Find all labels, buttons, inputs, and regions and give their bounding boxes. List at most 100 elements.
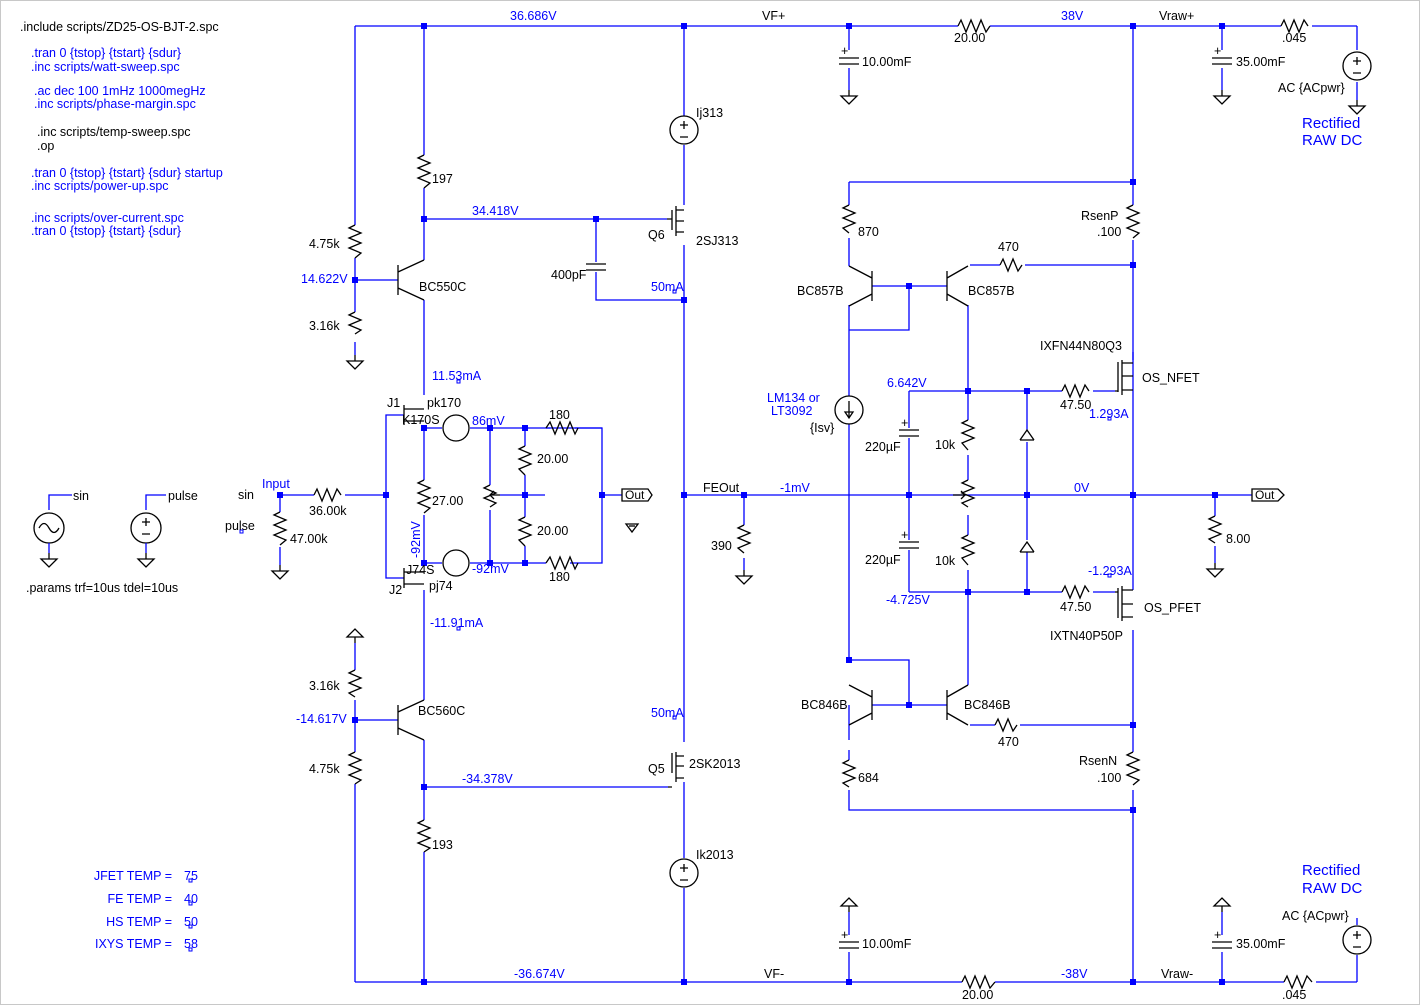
temp-value-hs: 50	[184, 915, 198, 929]
svg-text:+: +	[841, 928, 848, 942]
label-r8: 8.00	[1226, 532, 1250, 546]
ground-symbols	[40, 89, 1366, 913]
svg-text:+: +	[901, 416, 908, 430]
label-r10k-b: 10k	[935, 554, 956, 568]
label-r470-bot: 470	[998, 735, 1019, 749]
voltage-34418: 34.418V	[472, 204, 519, 218]
temp-label-fe: FE TEMP =	[108, 892, 173, 906]
sources	[33, 51, 1372, 955]
diodes	[1019, 428, 1035, 553]
current-1153ma: 11.53mA	[432, 369, 482, 383]
label-ac-top: AC {ACpwr}	[1278, 81, 1345, 95]
current-50ma-top: 50mA	[651, 280, 684, 294]
voltage-4725: -4.725V	[886, 593, 930, 607]
rectified-top-1: Rectified	[1302, 115, 1360, 132]
label-lt3092: LT3092	[771, 404, 813, 418]
temp-value-ixys: 58	[184, 937, 198, 951]
directive-7: .op	[37, 139, 54, 153]
label-j1: J1	[387, 396, 400, 410]
current-1293a: 1.293A	[1089, 407, 1129, 421]
voltage-36686: 36.686V	[510, 9, 557, 23]
label-2sj313: 2SJ313	[696, 234, 738, 248]
voltage-38: 38V	[1061, 9, 1084, 23]
label-q5: Q5	[648, 762, 665, 776]
directive-5: .inc scripts/phase-margin.spc	[34, 97, 196, 111]
current-50ma-bot: 50mA	[651, 706, 684, 720]
label-rsenn: RsenN	[1079, 754, 1117, 768]
temp-label-jfet: JFET TEMP =	[94, 869, 172, 883]
label-ixtn40p50p: IXTN40P50P	[1050, 629, 1123, 643]
label-r475-top: 4.75k	[309, 237, 340, 251]
directive-8: .tran 0 {tstop} {tstart} {sdur} startup	[31, 166, 223, 180]
voltage-minus38: -38V	[1061, 967, 1088, 981]
label-r10k-a: 10k	[935, 438, 956, 452]
voltage-14622: 14.622V	[301, 272, 348, 286]
voltage-6642: 6.642V	[887, 376, 927, 390]
rectified-bot-2: RAW DC	[1302, 880, 1362, 897]
trim-pots	[482, 479, 976, 508]
label-c220-b: 220µF	[865, 553, 901, 567]
label-ik2013: Ik2013	[696, 848, 734, 862]
voltage-14617: -14.617V	[296, 712, 347, 726]
directive-3: .inc scripts/watt-sweep.spc	[31, 60, 180, 74]
label-r20-top: 20.00	[954, 31, 985, 45]
label-c10mf-bot: 10.00mF	[862, 937, 912, 951]
temp-label-hs: HS TEMP =	[106, 915, 172, 929]
directive-10: .inc scripts/over-current.spc	[31, 211, 184, 225]
label-r475-bot: 4.75k	[309, 762, 340, 776]
label-r36k: 36.00k	[309, 504, 347, 518]
rectified-top-2: RAW DC	[1302, 132, 1362, 149]
svg-text:+: +	[841, 44, 848, 58]
label-k170s: K170S	[402, 413, 440, 427]
label-bc846b-right: BC846B	[964, 698, 1011, 712]
current-minus1293a: -1.293A	[1088, 564, 1132, 578]
directive-11: .tran 0 {tstop} {tstart} {sdur}	[31, 224, 181, 238]
label-bc857b-right: BC857B	[968, 284, 1015, 298]
label-r20-a: 20.00	[537, 452, 568, 466]
label-2sk2013: 2SK2013	[689, 757, 740, 771]
label-rsenp: RsenP	[1081, 209, 1119, 223]
capacitors: + + + + + +	[586, 44, 1232, 949]
net-pulse: pulse	[225, 519, 255, 533]
label-q6: Q6	[648, 228, 665, 242]
port-flags	[621, 488, 1285, 502]
voltage-36674: -36.674V	[514, 967, 565, 981]
label-r045-bot: .045	[1282, 988, 1306, 1002]
label-j2: J2	[389, 583, 402, 597]
label-r470-top: 470	[998, 240, 1019, 254]
resistors	[272, 18, 1313, 990]
port-out-right: Out	[1255, 488, 1275, 502]
label-bc857b-left: BC857B	[797, 284, 844, 298]
label-c220-a: 220µF	[865, 440, 901, 454]
label-r4750-b: 47.50	[1060, 600, 1091, 614]
directive-2: .tran 0 {tstop} {tstart} {sdur}	[31, 46, 181, 60]
label-isv: {Isv}	[810, 421, 834, 435]
label-r045-top: .045	[1282, 31, 1306, 45]
rectified-bot-1: Rectified	[1302, 862, 1360, 879]
net-input: Input	[262, 477, 290, 491]
directive-1: .include scripts/ZD25-OS-BJT-2.spc	[20, 20, 219, 34]
label-rsenp-value: .100	[1097, 225, 1121, 239]
directive-params: .params trf=10us tdel=10us	[26, 581, 178, 595]
source-sin-label: sin	[73, 489, 89, 503]
voltage-92mv-b: -92mV	[409, 521, 423, 558]
net-vf-minus: VF-	[764, 967, 784, 981]
directive-4: .ac dec 100 1mHz 1000megHz	[34, 84, 206, 98]
junction-dots	[277, 23, 1225, 985]
label-r197: 197	[432, 172, 453, 186]
label-ixfn44n80q3: IXFN44N80Q3	[1040, 339, 1122, 353]
voltage-92mv-a: -92mV	[472, 562, 509, 576]
label-pk170: pk170	[427, 396, 461, 410]
current-1191ma: -11.91mA	[430, 616, 484, 630]
label-os-pfet: OS_PFET	[1144, 601, 1201, 615]
voltage-minus1mv: -1mV	[780, 481, 811, 495]
voltage-34378: -34.378V	[462, 772, 513, 786]
svg-text:+: +	[901, 528, 908, 542]
net-feout: FEOut	[703, 481, 740, 495]
label-ij313: Ij313	[696, 106, 723, 120]
label-r20-bot: 20.00	[962, 988, 993, 1002]
label-r180-top: 180	[549, 408, 570, 422]
label-r4750-a: 47.50	[1060, 398, 1091, 412]
